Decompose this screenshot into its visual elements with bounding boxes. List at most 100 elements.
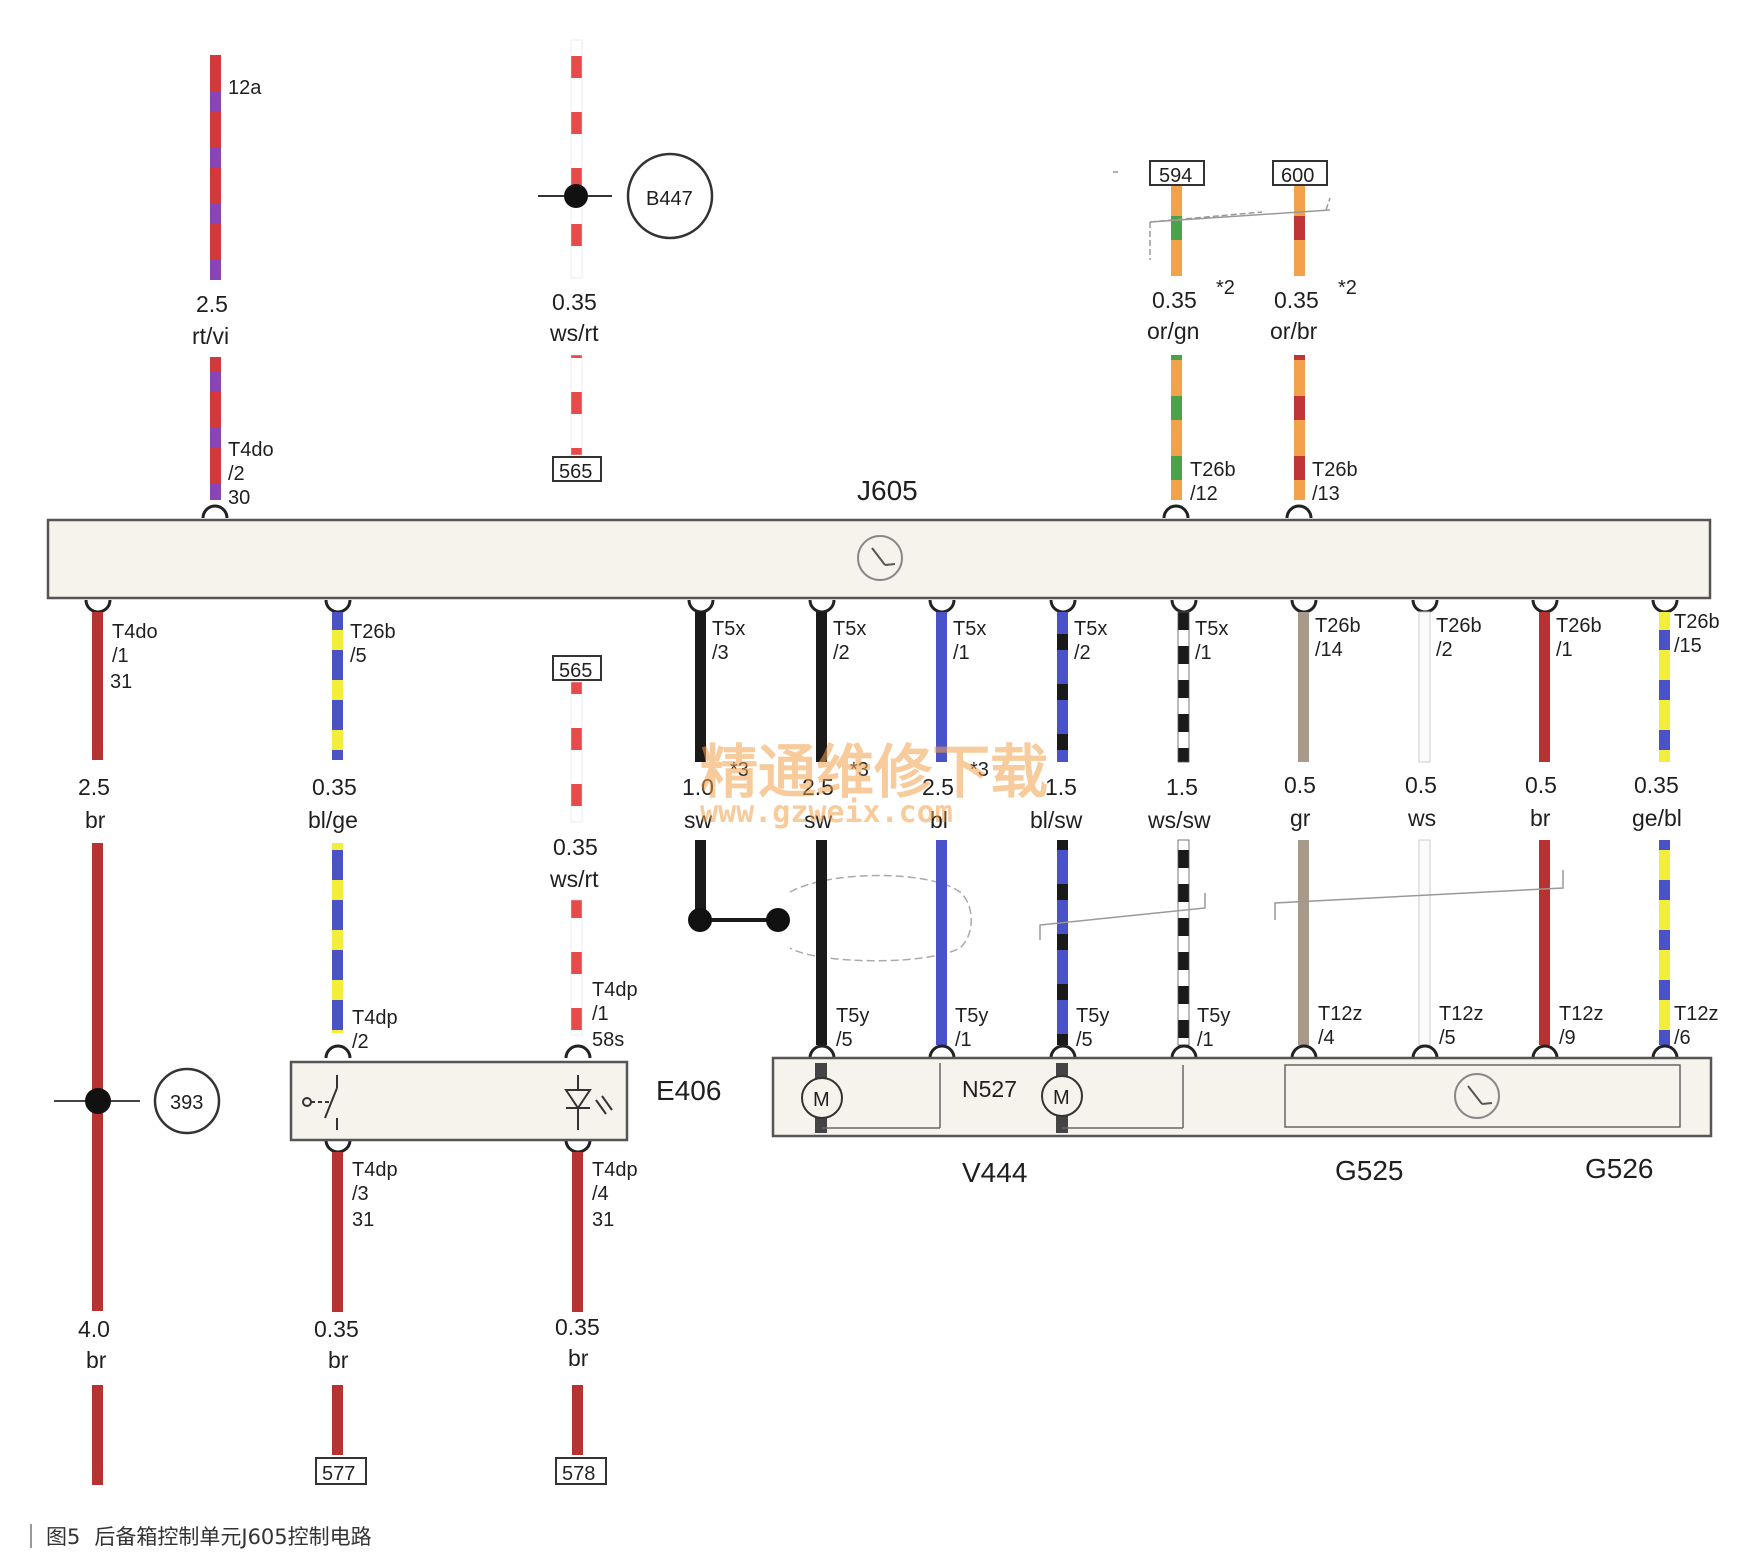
bl-sw-color: bl/sw bbox=[1030, 807, 1083, 833]
sw2-conn2-a: T5y bbox=[836, 1005, 869, 1027]
watermark-url: www.gzweix.com bbox=[700, 795, 953, 830]
sw1-conn-b: /3 bbox=[712, 642, 729, 664]
motor1-icon: M bbox=[813, 1089, 830, 1111]
bl-ge-color: bl/ge bbox=[308, 807, 358, 833]
caption-divider bbox=[30, 1524, 32, 1548]
or-br-note: *2 bbox=[1338, 277, 1357, 299]
rt-vi-conn-b: /2 bbox=[228, 463, 245, 485]
wire-ws: T26b /2 0.5 ws T12z /5 bbox=[1405, 599, 1483, 1059]
ref-565-mid: 565 bbox=[559, 660, 592, 682]
ws-rt-conn3-b: /4 bbox=[592, 1183, 609, 1205]
ws-rt-conn-b: /1 bbox=[592, 1003, 609, 1025]
e406-switch: E406 bbox=[289, 1060, 721, 1142]
sw2-size: 2.5 bbox=[802, 774, 834, 800]
bl-sw-conn2-a: T5y bbox=[1076, 1005, 1109, 1027]
br-ground-conn-c: 31 bbox=[110, 671, 132, 693]
motor2-icon: M bbox=[1053, 1087, 1070, 1109]
bl-ge-color2: br bbox=[328, 1347, 349, 1373]
sw1-conn-a: T5x bbox=[712, 618, 745, 640]
ws-sw-conn2-b: /1 bbox=[1197, 1029, 1214, 1051]
ws-rt-lower-size: 0.35 bbox=[553, 834, 598, 860]
figure-title: 后备箱控制单元J605控制电路 bbox=[94, 1525, 372, 1549]
ws-rt-conn-c: 58s bbox=[592, 1029, 624, 1051]
or-br-conn-b: /13 bbox=[1312, 483, 1340, 505]
br-conn2-b: /9 bbox=[1559, 1027, 1576, 1049]
rt-vi-conn-a: T4do bbox=[228, 439, 274, 461]
or-br-conn-a: T26b bbox=[1312, 459, 1358, 481]
rt-vi-conn-c: 30 bbox=[228, 487, 250, 509]
ws-rt-top-color: ws/rt bbox=[549, 320, 599, 346]
bl-sw-conn-a: T5x bbox=[1074, 618, 1107, 640]
wire-ws-sw: T5x /1 1.5 ws/sw T5y /1 bbox=[1147, 599, 1230, 1059]
or-gn-conn-b: /12 bbox=[1190, 483, 1218, 505]
wire-or-gn: 594 0.35 *2 or/gn T26b /12 bbox=[1147, 160, 1236, 519]
bl-ge-conn-b: /5 bbox=[350, 645, 367, 667]
bl-conn-a: T5x bbox=[953, 618, 986, 640]
ws-sw-conn2-a: T5y bbox=[1197, 1005, 1230, 1027]
ge-bl-conn2-b: /6 bbox=[1674, 1027, 1691, 1049]
sw2-conn-a: T5x bbox=[833, 618, 866, 640]
br-ground-conn-a: T4do bbox=[112, 621, 158, 643]
ws-rt-conn3-a: T4dp bbox=[592, 1159, 638, 1181]
g526-label: G526 bbox=[1585, 1153, 1654, 1184]
ref-594: 594 bbox=[1159, 165, 1192, 187]
gr-color: gr bbox=[1290, 805, 1311, 831]
bl-ge-conn3-a: T4dp bbox=[352, 1159, 398, 1181]
wire-ws-rt-lower: 565 0.35 ws/rt T4dp /1 58s T4dp /4 31 0.… bbox=[549, 655, 638, 1485]
bl-ge-conn3-b: /3 bbox=[352, 1183, 369, 1205]
wire-bl-sw: T5x /2 1.5 bl/sw T5y /5 bbox=[1030, 599, 1109, 1059]
bl-sw-conn-b: /2 bbox=[1074, 642, 1091, 664]
bl-ge-size2: 0.35 bbox=[314, 1316, 359, 1342]
sw2-conn-b: /2 bbox=[833, 642, 850, 664]
wire-bl-ge: T26b /5 0.35 bl/ge T4dp /2 T4dp /3 31 0.… bbox=[308, 599, 398, 1485]
gr-conn-a: T26b bbox=[1315, 615, 1361, 637]
watermark-cn: 精通维修下载 bbox=[700, 738, 1048, 806]
ref-577: 577 bbox=[322, 1463, 355, 1485]
ws-rt-size2: 0.35 bbox=[555, 1314, 600, 1340]
ws-conn-b: /2 bbox=[1436, 639, 1453, 661]
bl-sw-conn2-b: /5 bbox=[1076, 1029, 1093, 1051]
bl-note: *3 bbox=[970, 759, 989, 781]
figure-caption: 图5 后备箱控制单元J605控制电路 bbox=[30, 1518, 372, 1554]
br-size: 0.5 bbox=[1525, 772, 1557, 798]
br-conn2-a: T12z bbox=[1559, 1003, 1603, 1025]
wire-gr: T26b /14 0.5 gr T12z /4 bbox=[1284, 599, 1362, 1059]
rear-lid-module: M N527 M V444 G525 G526 bbox=[771, 1056, 1713, 1188]
connector-pin bbox=[201, 504, 229, 519]
ws-rt-lower-color: ws/rt bbox=[549, 866, 599, 892]
wire-ge-bl: T26b /15 0.35 ge/bl T12z /6 bbox=[1632, 599, 1720, 1059]
ws-conn2-b: /5 bbox=[1439, 1027, 1456, 1049]
wire-or-br: 600 0.35 *2 or/br T26b /13 bbox=[1270, 160, 1358, 519]
ge-bl-conn-a: T26b bbox=[1674, 611, 1720, 633]
ws-sw-size: 1.5 bbox=[1166, 774, 1198, 800]
v444-label: V444 bbox=[962, 1157, 1027, 1188]
e406-label: E406 bbox=[656, 1075, 721, 1106]
sw2-color: sw bbox=[804, 807, 833, 833]
ge-bl-size: 0.35 bbox=[1634, 772, 1679, 798]
bl-ge-conn-a: T26b bbox=[350, 621, 396, 643]
or-gn-size: 0.35 bbox=[1152, 287, 1197, 313]
bl-ge-conn3-c: 31 bbox=[352, 1209, 374, 1231]
bl-color: bl bbox=[930, 807, 948, 833]
bl-conn2-b: /1 bbox=[955, 1029, 972, 1051]
ws-conn-a: T26b bbox=[1436, 615, 1482, 637]
ws-color: ws bbox=[1407, 805, 1436, 831]
ws-rt-top-size: 0.35 bbox=[552, 289, 597, 315]
ref-565-top: 565 bbox=[559, 461, 592, 483]
terminal-12a: 12a bbox=[228, 77, 262, 99]
gr-size: 0.5 bbox=[1284, 772, 1316, 798]
br-conn-b: /1 bbox=[1556, 639, 1573, 661]
gr-conn2-a: T12z bbox=[1318, 1003, 1362, 1025]
ws-sw-conn-a: T5x bbox=[1195, 618, 1228, 640]
bl-ge-size: 0.35 bbox=[312, 774, 357, 800]
watermark: 精通维修下载 www.gzweix.com bbox=[700, 738, 1048, 830]
wire-br-ground: T4do /1 31 2.5 br 393 4.0 br bbox=[54, 599, 221, 1485]
sw1-color: sw bbox=[684, 807, 713, 833]
or-br-color: or/br bbox=[1270, 318, 1318, 344]
br-ground-conn-b: /1 bbox=[112, 645, 129, 667]
ws-rt-color2: br bbox=[568, 1345, 589, 1371]
br-ground-size: 2.5 bbox=[78, 774, 110, 800]
sw2-conn2-b: /5 bbox=[836, 1029, 853, 1051]
n527-label: N527 bbox=[962, 1076, 1017, 1102]
